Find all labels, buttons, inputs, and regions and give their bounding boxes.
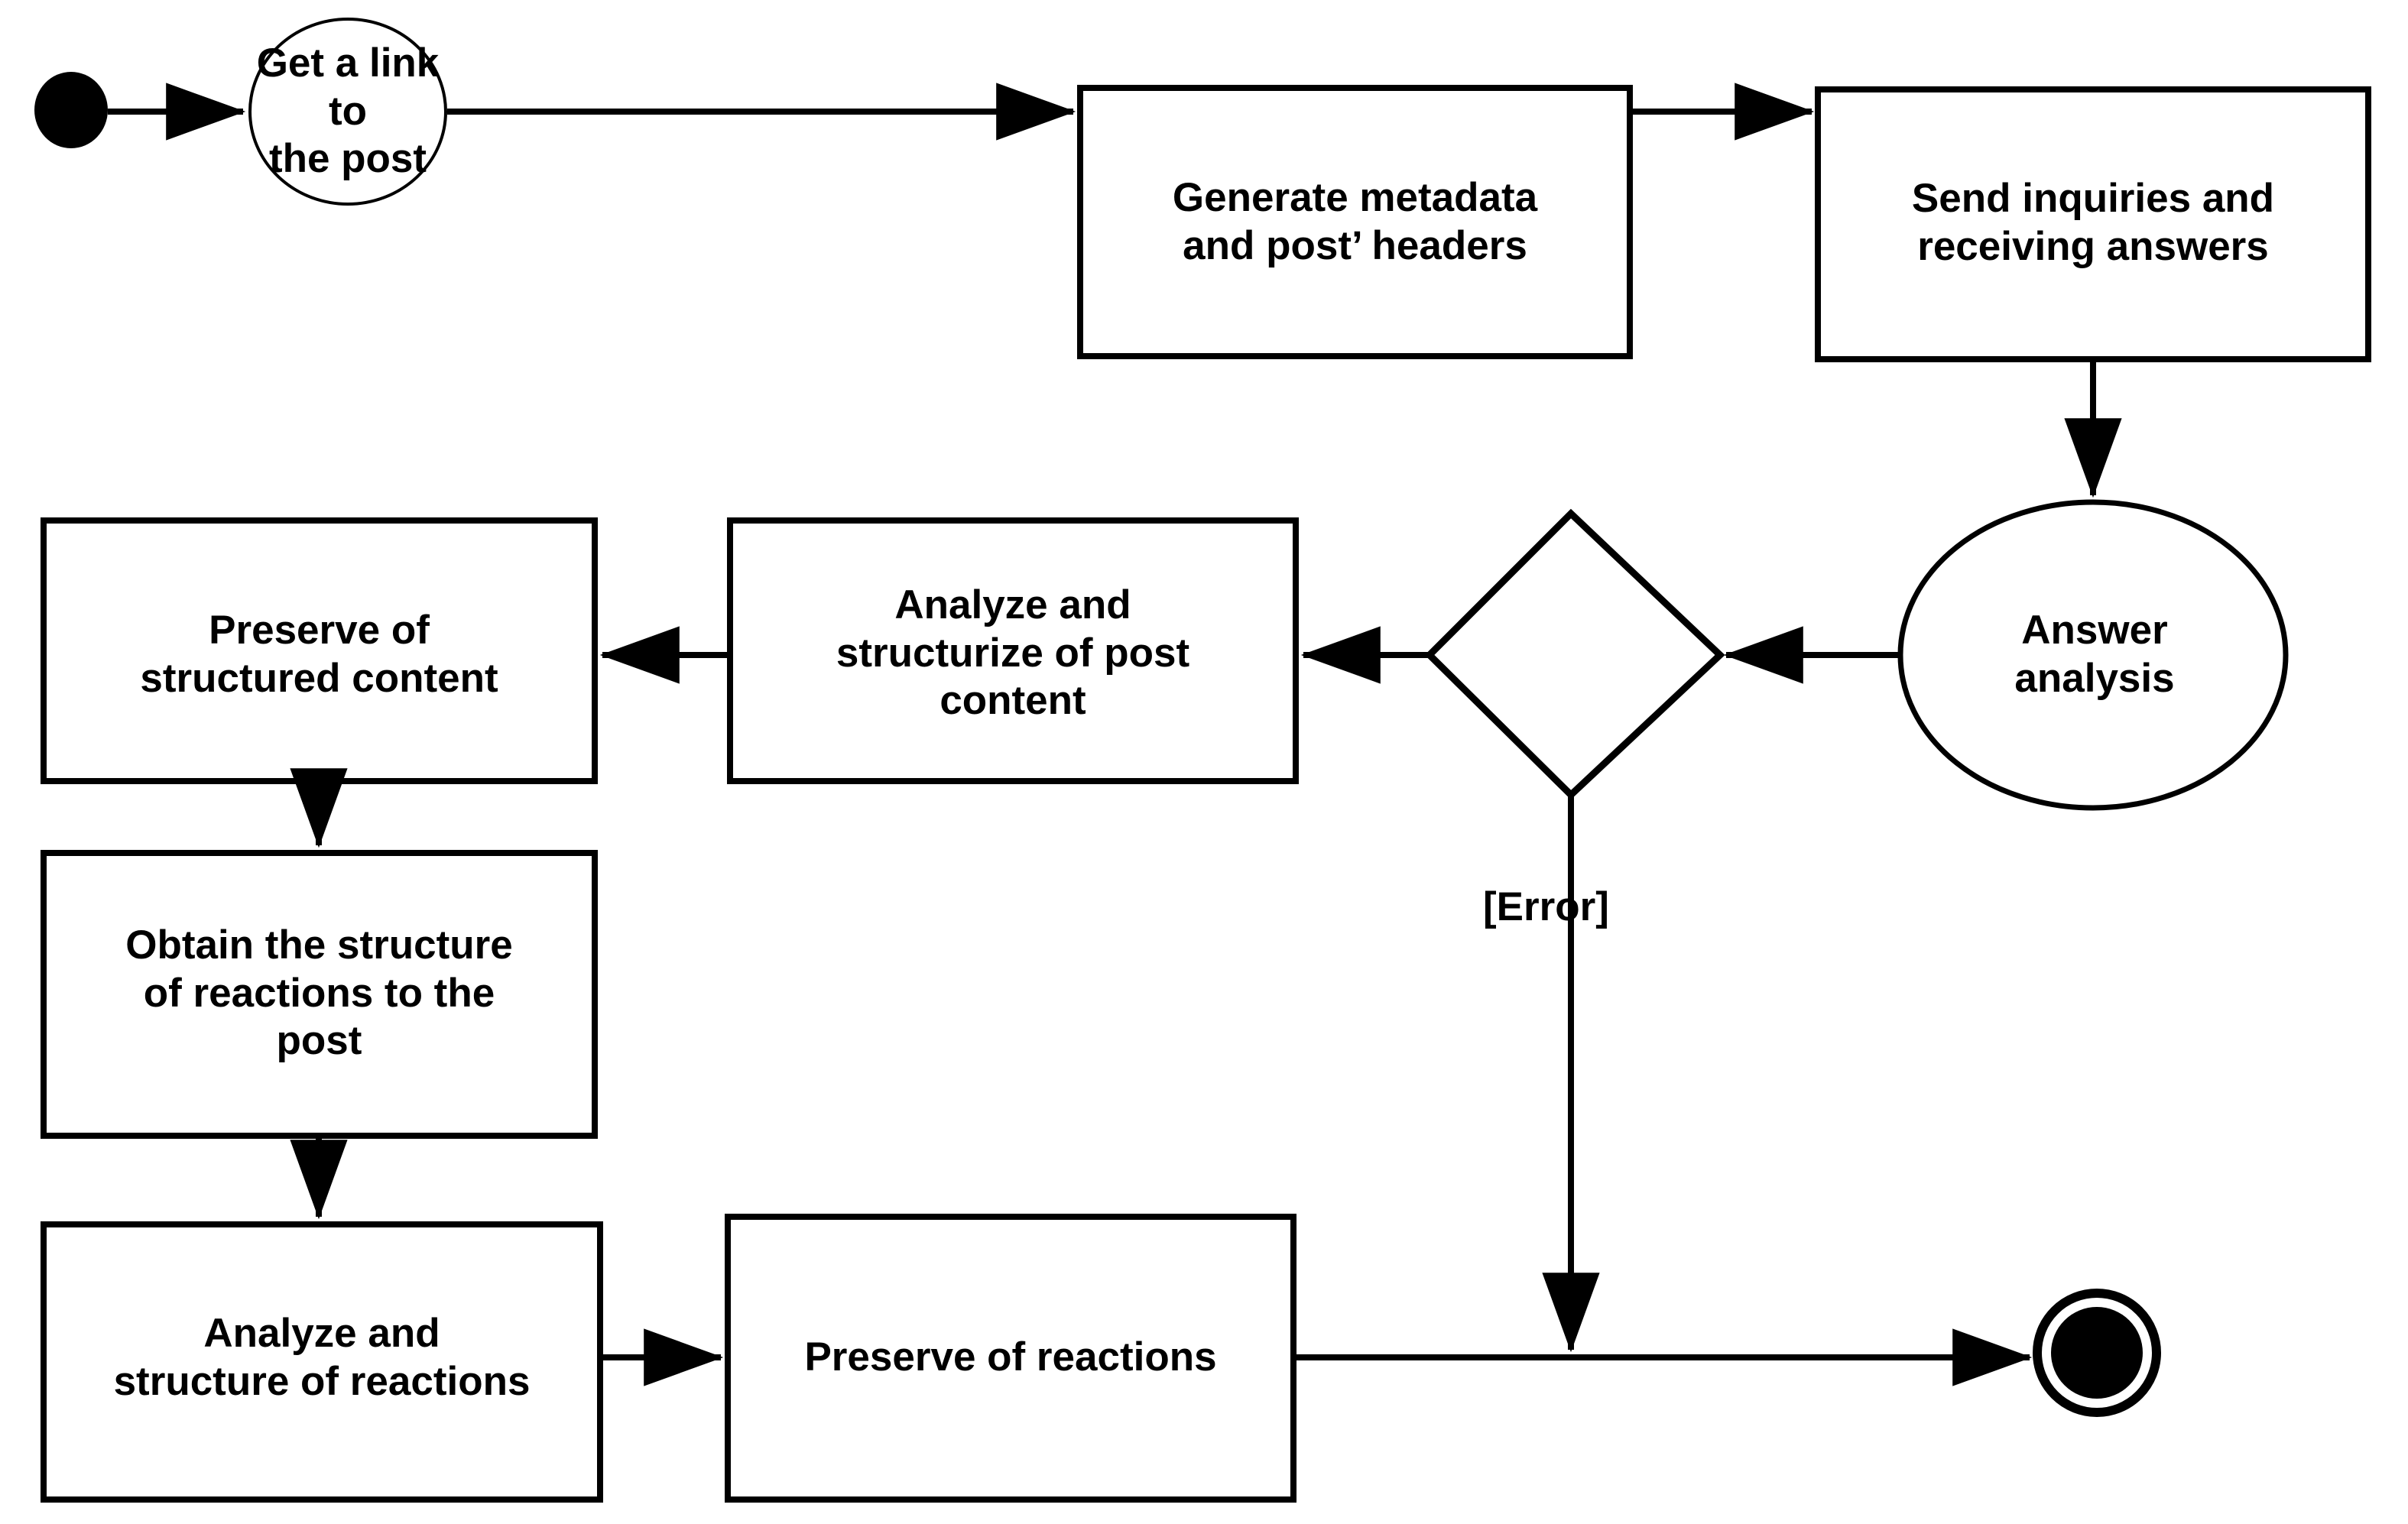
- node-preserve-reactions-shape[interactable]: [725, 1214, 1296, 1503]
- final-node-core: [2051, 1307, 2143, 1399]
- node-generate-metadata-shape[interactable]: [1077, 85, 1633, 359]
- node-obtain-reaction-structure-shape[interactable]: [41, 850, 598, 1139]
- node-analyze-reactions-shape[interactable]: [41, 1221, 603, 1503]
- decision-node-shape[interactable]: [1424, 508, 1725, 800]
- node-get-link-shape[interactable]: [248, 18, 447, 206]
- node-send-inquiries-shape[interactable]: [1815, 86, 2371, 362]
- node-answer-analysis-shape[interactable]: [1897, 499, 2289, 811]
- node-preserve-structured-content-shape[interactable]: [41, 517, 598, 784]
- node-analyze-post-content-shape[interactable]: [727, 517, 1299, 784]
- edge-label-error-guard: [Error]: [1483, 884, 1609, 929]
- initial-node: [34, 72, 108, 148]
